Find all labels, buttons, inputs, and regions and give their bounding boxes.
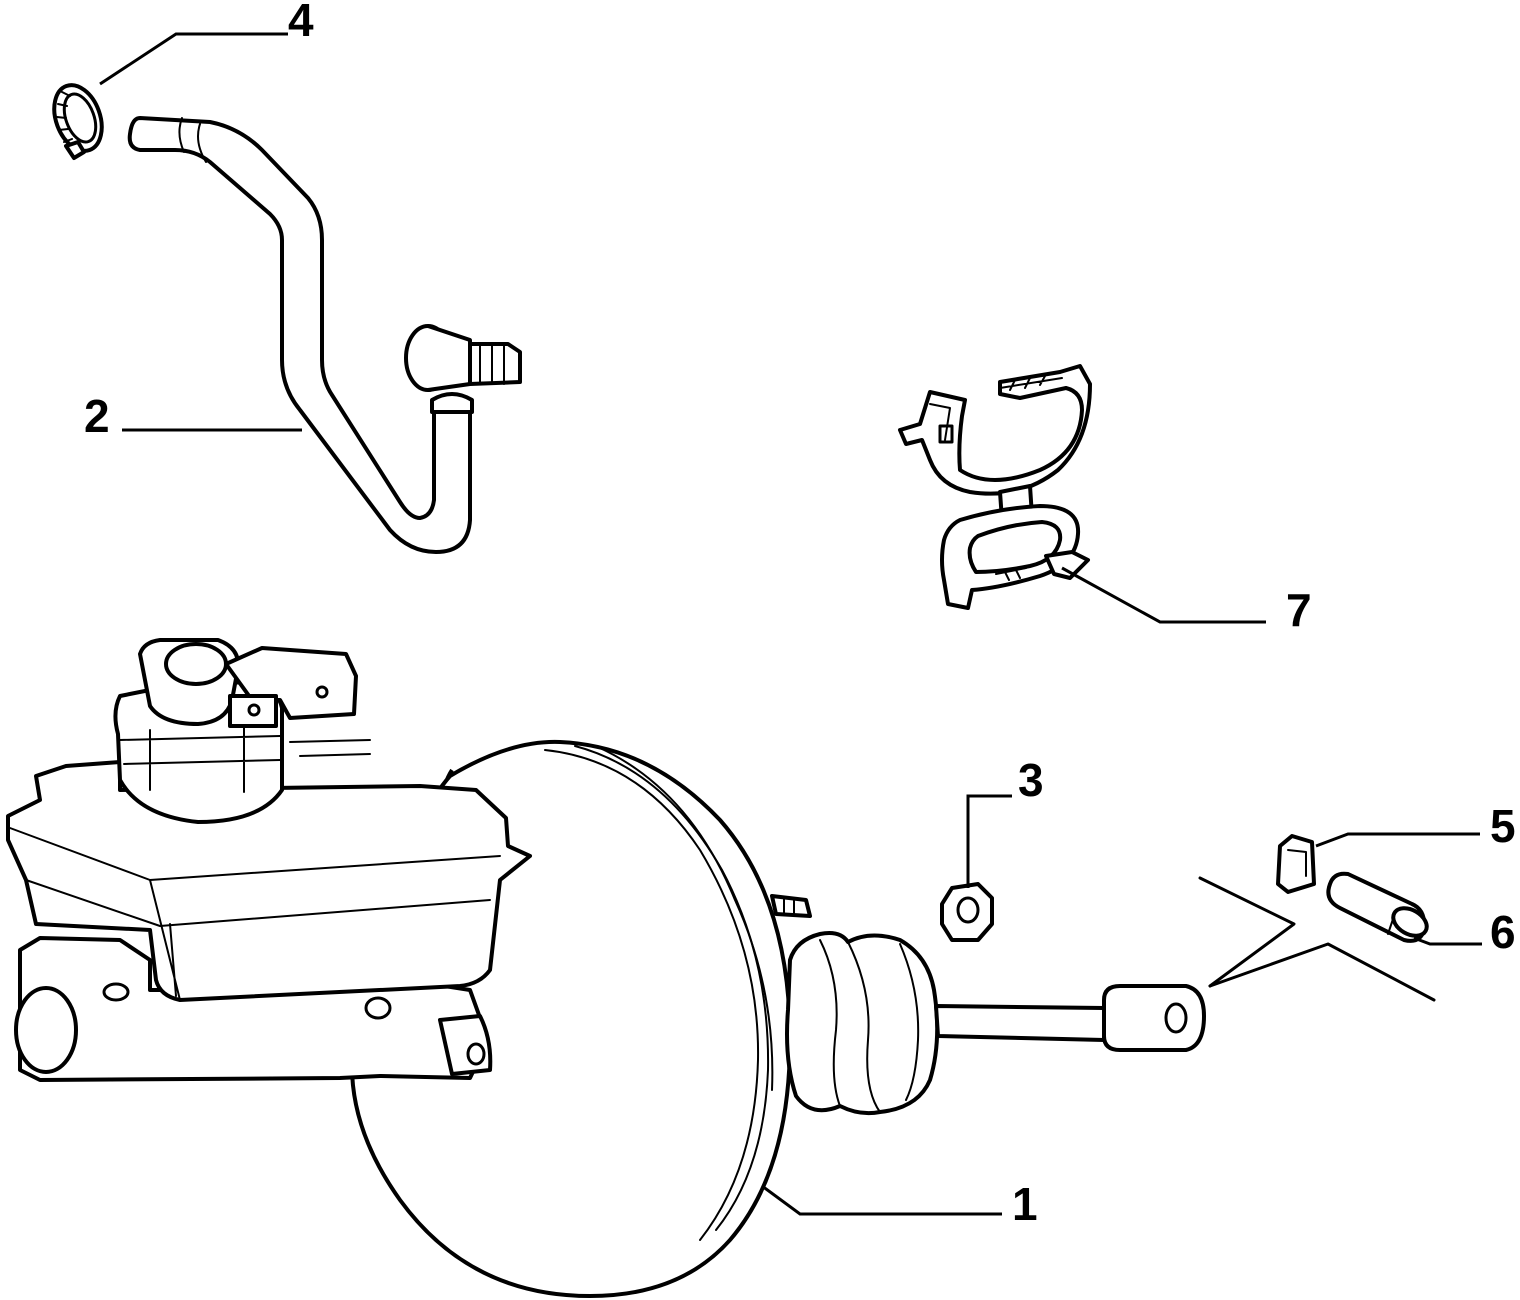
callout-2: 2 <box>84 390 110 442</box>
callout-1: 1 <box>1012 1178 1038 1230</box>
callout-7: 7 <box>1286 584 1312 636</box>
callout-5: 5 <box>1490 800 1516 852</box>
part-retaining-clip <box>1276 834 1316 894</box>
leader-lines <box>99 32 1482 1216</box>
part-brake-servo <box>6 638 1206 1298</box>
part-nut <box>940 882 994 942</box>
part-hose-clamp <box>52 83 104 160</box>
part-vacuum-hose <box>127 116 522 554</box>
callout-4: 4 <box>288 0 314 46</box>
part-pipe-bracket <box>898 364 1092 610</box>
assembly-guide-lines <box>1198 876 1436 1002</box>
callout-3: 3 <box>1018 754 1044 806</box>
callout-6: 6 <box>1490 906 1516 958</box>
part-pin <box>1326 871 1429 943</box>
